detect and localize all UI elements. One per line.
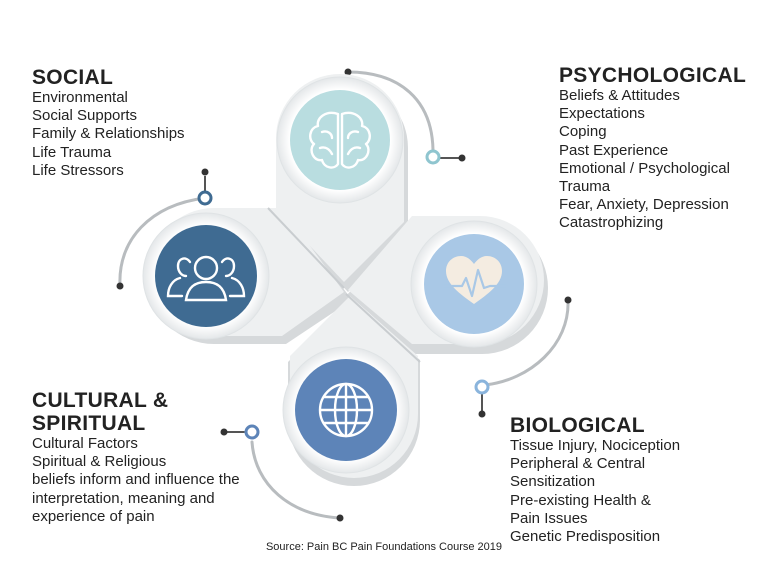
connector-lines — [118, 70, 570, 520]
connector-dot — [336, 514, 344, 522]
biological-item: Peripheral & Central — [510, 455, 646, 473]
connector-ring — [244, 424, 260, 440]
node-brain — [276, 76, 404, 204]
psychological-item: Expectations — [559, 105, 645, 123]
psychological-item: Catastrophizing — [559, 214, 664, 232]
petal-crease — [345, 293, 421, 363]
biological-section: BIOLOGICAL Tissue Injury, Nociception Pe… — [510, 414, 760, 546]
social-item: Social Supports — [32, 107, 138, 125]
connector-left — [118, 196, 207, 287]
psychological-item: Coping — [559, 123, 607, 141]
connector-dot — [564, 296, 572, 304]
cultural-item: beliefs inform and influence the — [32, 471, 240, 489]
petal-crease — [267, 207, 345, 289]
heart-pulse-icon — [446, 256, 502, 304]
node-heart — [410, 220, 538, 348]
biological-item: Sensitization — [510, 473, 596, 491]
psychological-item: Trauma — [559, 178, 611, 196]
connector-ring — [425, 149, 441, 165]
cultural-spiritual-section: CULTURAL & SPIRITUAL Cultural Factors Sp… — [32, 389, 272, 526]
social-item: Life Stressors — [32, 161, 124, 179]
cultural-item: Cultural Factors — [32, 435, 138, 452]
connector-right — [483, 298, 570, 387]
psychological-heading: PSYCHOLOGICAL — [559, 64, 747, 87]
connector-top — [346, 70, 435, 152]
cultural-heading-line1: CULTURAL & — [32, 389, 169, 412]
biological-item: Pain Issues — [510, 509, 588, 527]
biological-item: Pre-existing Health & — [510, 491, 651, 509]
cultural-item: Spiritual & Religious — [32, 453, 167, 471]
biological-item: Tissue Injury, Nociception — [510, 437, 681, 454]
connector-ring — [474, 379, 490, 395]
cultural-item: interpretation, meaning and — [32, 489, 215, 507]
psychological-item: Emotional / Psychological — [559, 159, 730, 177]
source-caption: Source: Pain BC Pain Foundations Course … — [265, 541, 503, 553]
social-heading: SOCIAL — [32, 66, 114, 89]
people-icon — [166, 255, 246, 302]
psychological-item: Fear, Anxiety, Depression — [559, 196, 729, 214]
globe-icon — [318, 382, 374, 438]
connector-dot — [458, 154, 466, 162]
people-circle — [155, 225, 257, 327]
connector-ring — [197, 190, 213, 206]
social-item: Family & Relationships — [32, 125, 185, 143]
brain-circle — [290, 90, 390, 190]
connector-dots — [116, 68, 572, 522]
psychological-item: Past Experience — [559, 141, 669, 159]
cultural-heading-line2: SPIRITUAL — [32, 412, 146, 435]
psychological-item: Beliefs & Attitudes — [559, 87, 680, 104]
node-people — [142, 212, 270, 340]
node-globe — [282, 346, 410, 474]
brain-icon — [309, 111, 371, 169]
connector-dot — [116, 282, 124, 290]
connector-dot — [201, 168, 209, 176]
connector-bottom — [250, 440, 342, 520]
cultural-item: experience of pain — [32, 507, 155, 525]
social-item: Environmental — [32, 89, 128, 106]
connector-dot — [478, 410, 486, 418]
biological-heading: BIOLOGICAL — [510, 414, 645, 437]
psychological-section: PSYCHOLOGICAL Beliefs & Attitudes Expect… — [559, 64, 759, 233]
biological-item: Genetic Predisposition — [510, 528, 661, 546]
pulse-line-icon — [444, 268, 506, 298]
social-item: Life Trauma — [32, 143, 112, 161]
connector-dot — [344, 68, 352, 76]
connector-dot — [220, 428, 228, 436]
social-section: SOCIAL Environmental Social Supports Fam… — [32, 66, 185, 180]
